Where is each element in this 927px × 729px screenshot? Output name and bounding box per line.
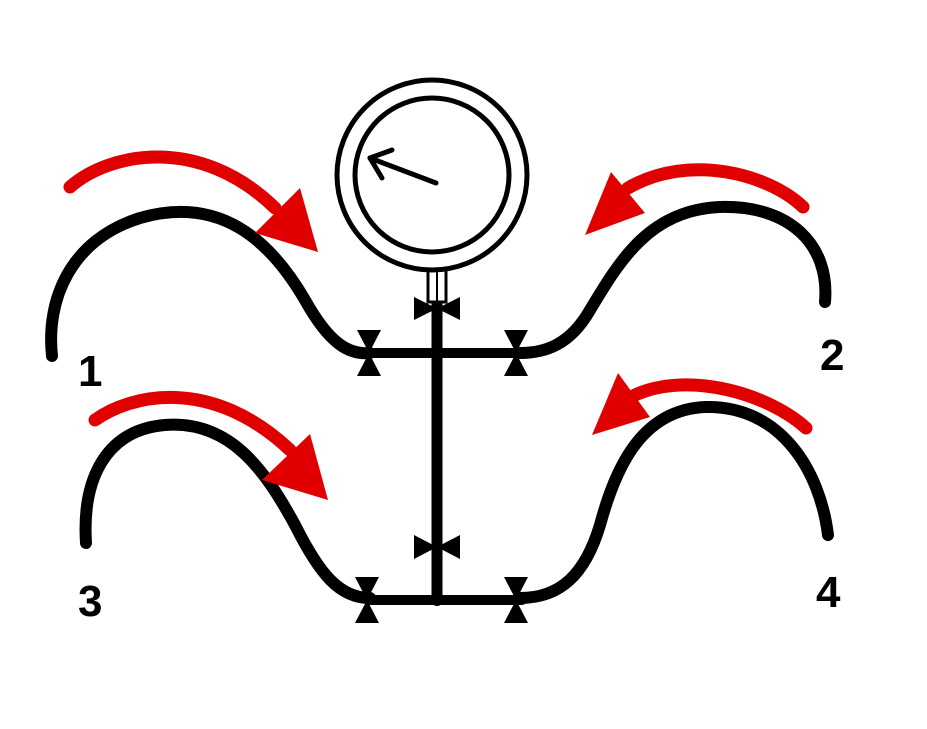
label-line-4: 4 xyxy=(816,568,841,617)
manifold-junction xyxy=(431,594,443,606)
pipe-line-1 xyxy=(45,205,376,362)
line-labels: 1 2 3 4 xyxy=(78,331,844,626)
flow-arrow-line-2-icon xyxy=(585,163,810,235)
flow-arrow-line-4-icon xyxy=(592,373,813,435)
valve-line-2-icon xyxy=(504,330,528,376)
valve-vertical-top-icon xyxy=(414,297,460,320)
flow-arrows xyxy=(63,150,813,500)
gauge-needle-icon xyxy=(367,147,439,186)
valve-line-1-icon xyxy=(357,330,381,376)
valve-line-4-icon xyxy=(504,577,528,623)
pipe-line-4 xyxy=(514,400,834,604)
label-line-1: 1 xyxy=(78,347,102,396)
pressure-gauge-icon xyxy=(334,77,530,273)
valves xyxy=(355,297,528,623)
pipe-line-3 xyxy=(79,418,376,604)
label-line-3: 3 xyxy=(78,577,102,626)
valve-vertical-bottom-icon xyxy=(414,535,460,559)
gauge-neck xyxy=(426,266,448,304)
label-line-2: 2 xyxy=(820,331,844,380)
flow-arrow-line-1-icon xyxy=(63,150,318,252)
manifold xyxy=(363,292,527,606)
pipe-line-2 xyxy=(514,200,832,359)
pipelines xyxy=(45,200,834,604)
valve-line-3-icon xyxy=(355,577,379,623)
gauge-inner-dial xyxy=(352,95,512,255)
flow-arrow-line-3-icon xyxy=(88,391,328,500)
